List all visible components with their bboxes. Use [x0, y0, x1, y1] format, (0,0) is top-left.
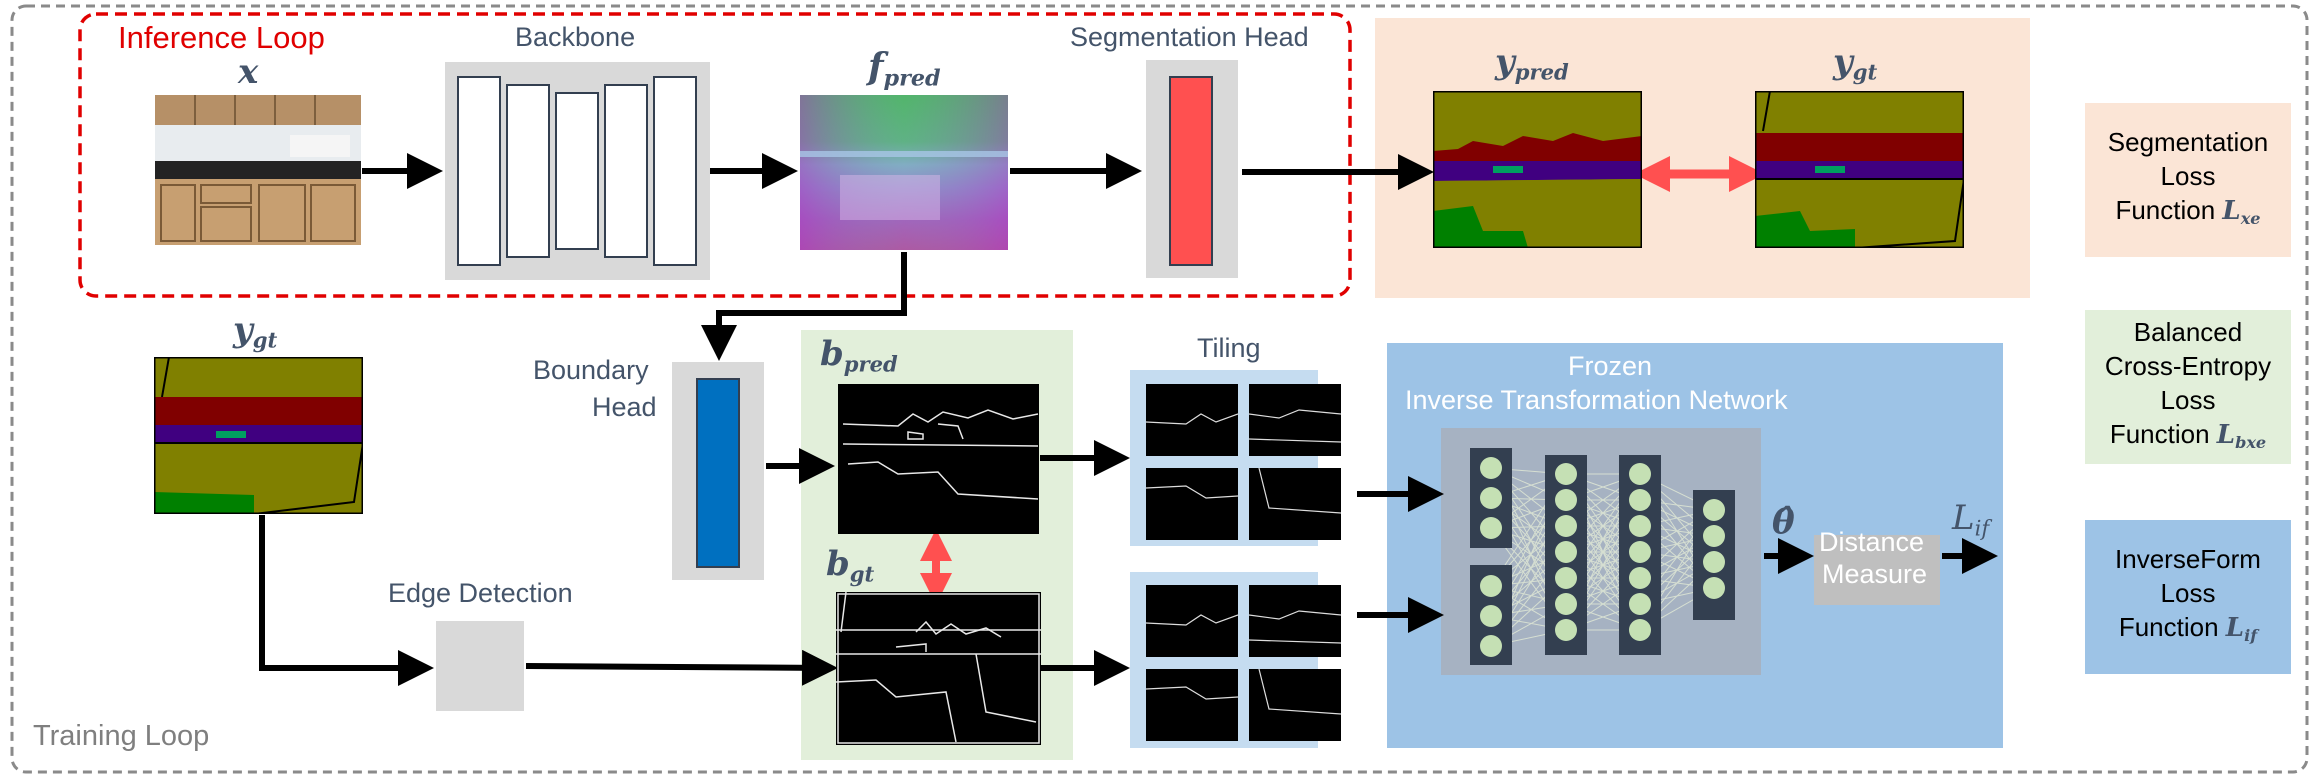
l-if-symbol: Lif	[1952, 498, 1990, 541]
b-gt-symbol: bgt	[826, 544, 875, 587]
net-node	[1555, 619, 1577, 641]
net-node	[1480, 457, 1502, 479]
boundary-head-label-1: Boundary	[533, 355, 649, 385]
net-node	[1555, 463, 1577, 485]
y-gt-symbol-left: ygt	[233, 310, 278, 353]
backbone-layer-5	[653, 76, 697, 266]
net-node	[1480, 575, 1502, 597]
itn-label: Inverse Transformation Network	[1405, 385, 1788, 415]
frozen-label: Frozen	[1568, 351, 1653, 381]
tile	[1146, 384, 1238, 456]
boundary-map-b-gt	[836, 592, 1041, 745]
boundary-head-label-2: Head	[592, 392, 657, 422]
net-node	[1703, 551, 1725, 573]
net-node	[1480, 487, 1502, 509]
net-node	[1555, 593, 1577, 615]
tile	[1249, 384, 1341, 456]
tile	[1249, 585, 1341, 657]
segmentation-map-y-pred	[1433, 91, 1642, 248]
tile	[1249, 468, 1341, 540]
net-node	[1555, 515, 1577, 537]
net-node	[1555, 489, 1577, 511]
net-node	[1629, 515, 1651, 537]
distance-label-2: Measure	[1822, 559, 1928, 589]
backbone-layer-4	[604, 84, 648, 258]
edge-detection-block	[436, 621, 524, 711]
segmentation-map-y-gt-top	[1755, 91, 1964, 248]
training-loop-frame	[10, 4, 2309, 774]
arrows	[259, 153, 1998, 686]
net-node	[1555, 567, 1577, 589]
b-pred-symbol: bpred	[820, 334, 898, 377]
boundary-map-b-pred	[838, 384, 1039, 534]
segmentation-head-label: Segmentation Head	[1070, 22, 1309, 52]
net-node	[1480, 517, 1502, 539]
backbone-layer-3	[555, 92, 599, 250]
tiling-label: Tiling	[1197, 333, 1261, 363]
net-node	[1629, 489, 1651, 511]
f-pred-symbol: fpred	[868, 46, 941, 92]
x-symbol: x	[238, 52, 259, 92]
tile	[1146, 585, 1238, 657]
y-gt-symbol-top: ygt	[1833, 42, 1878, 85]
network-nodes	[1480, 457, 1725, 657]
net-node	[1555, 541, 1577, 563]
net-node	[1629, 567, 1651, 589]
net-node	[1629, 463, 1651, 485]
boundary-head-bar	[696, 378, 740, 568]
tile	[1249, 669, 1341, 741]
segmentation-map-y-gt-left	[154, 357, 363, 514]
legend-segmentation-loss: Segmentation Loss Function Lxe	[2085, 103, 2291, 257]
backbone-layer-1	[457, 76, 501, 266]
tile	[1146, 468, 1238, 540]
net-node	[1703, 525, 1725, 547]
inference-loop-title: Inference Loop	[118, 20, 325, 55]
net-node	[1629, 619, 1651, 641]
net-node	[1629, 593, 1651, 615]
net-node	[1480, 605, 1502, 627]
segmentation-head-bar	[1169, 76, 1213, 266]
net-node	[1629, 541, 1651, 563]
training-loop-title: Training Loop	[33, 720, 210, 752]
legend-balanced-ce-loss: Balanced Cross-Entropy Loss Function Lbx…	[2085, 310, 2291, 464]
distance-box	[1814, 535, 1940, 605]
edge-detection-label: Edge Detection	[388, 578, 573, 608]
theta-hat-symbol: θ̂	[1772, 502, 1795, 542]
backbone-layer-2	[506, 84, 550, 258]
legend-inverseform-loss: InverseForm Loss Function Lif	[2085, 520, 2291, 674]
inference-loop-frame	[78, 12, 1352, 298]
net-node	[1703, 577, 1725, 599]
net-node	[1703, 499, 1725, 521]
net-node	[1480, 635, 1502, 657]
distance-label-1: Distance	[1819, 527, 1925, 557]
input-image-x	[155, 95, 361, 245]
backbone-label: Backbone	[515, 22, 636, 52]
y-pred-symbol: ypred	[1495, 42, 1569, 85]
tile	[1146, 669, 1238, 741]
feature-map-f-pred	[800, 95, 1008, 250]
